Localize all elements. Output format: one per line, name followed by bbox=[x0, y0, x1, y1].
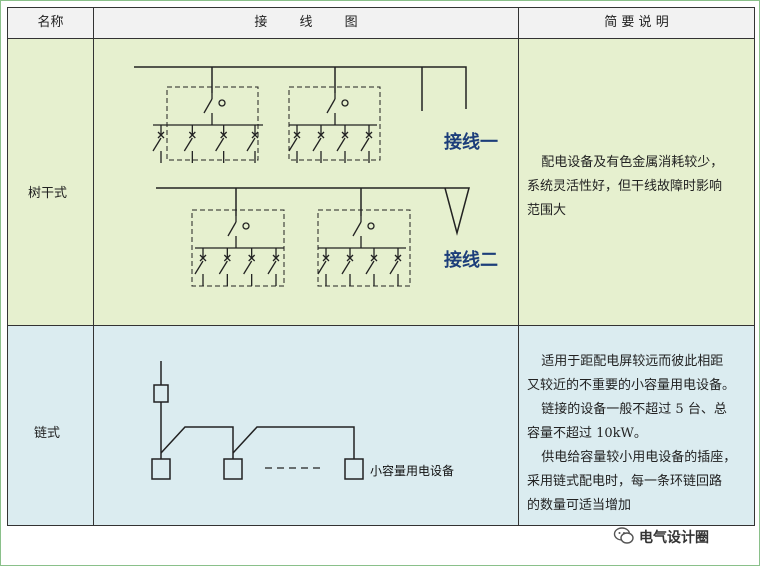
outgoing-blade bbox=[267, 260, 277, 275]
desc-line: 又较近的不重要的小容量用电设备。 bbox=[527, 378, 736, 393]
incomer-blade bbox=[227, 221, 237, 237]
column-divider bbox=[518, 8, 519, 525]
desc-line: 范围大 bbox=[527, 203, 567, 218]
row-name-trunk: 树干式 bbox=[28, 186, 68, 201]
breaker-mark bbox=[220, 131, 228, 139]
outgoing-blade bbox=[243, 260, 253, 275]
trunk-line-2 bbox=[156, 187, 470, 236]
row-desc-trunk: 配电设备及有色金属消耗较少， 系统灵活性好，但干线故障时影响 范围大 bbox=[527, 151, 753, 223]
outgoing-blade bbox=[194, 260, 204, 275]
header-diagram: 接 线 图 bbox=[254, 15, 358, 30]
chain-link bbox=[160, 426, 234, 459]
desc-line: 适用于距配电屏较远而彼此相距 bbox=[541, 354, 724, 369]
switch-contact bbox=[341, 99, 349, 107]
desc-line: 容量不超过 10kW。 bbox=[527, 426, 647, 441]
watermark: 电气设计圈 bbox=[613, 525, 753, 549]
breaker-mark bbox=[223, 254, 231, 262]
label-wiring-1: 接线一 bbox=[444, 132, 498, 153]
switch-contact bbox=[242, 222, 250, 230]
panel-symbol bbox=[153, 384, 169, 403]
breaker-mark bbox=[322, 254, 330, 262]
desc-line: 系统灵活性好，但干线故障时影响 bbox=[527, 179, 723, 194]
breaker-mark bbox=[248, 254, 256, 262]
breaker-mark bbox=[346, 254, 354, 262]
breaker-mark bbox=[341, 131, 349, 139]
row-name-chain: 链式 bbox=[34, 426, 61, 441]
breaker-mark bbox=[370, 254, 378, 262]
outgoing-blade bbox=[183, 137, 193, 152]
row-separator bbox=[8, 325, 754, 326]
outgoing-blade bbox=[218, 260, 228, 275]
header-description: 简 要 说 明 bbox=[604, 15, 669, 30]
switch-contact bbox=[218, 99, 226, 107]
incomer-blade bbox=[326, 98, 336, 114]
device-symbol bbox=[344, 458, 364, 480]
label-wiring-2: 接线二 bbox=[444, 250, 498, 271]
breaker-mark bbox=[317, 131, 325, 139]
table-header: 名称 接 线 图 简 要 说 明 bbox=[8, 8, 754, 39]
outgoing-blade bbox=[389, 260, 399, 275]
breaker-mark bbox=[188, 131, 196, 139]
breaker-mark bbox=[251, 131, 259, 139]
desc-line: 链接的设备一般不超过 5 台、总 bbox=[541, 402, 727, 417]
breaker-mark bbox=[365, 131, 373, 139]
row-desc-chain: 适用于距配电屏较远而彼此相距 又较近的不重要的小容量用电设备。 链接的设备一般不… bbox=[527, 350, 753, 518]
wechat-icon bbox=[613, 527, 634, 544]
device-symbol bbox=[151, 458, 171, 480]
label-device: 小容量用电设备 bbox=[370, 464, 455, 478]
column-divider bbox=[93, 8, 94, 525]
device-symbol bbox=[223, 458, 243, 480]
trunk-line-1 bbox=[134, 66, 467, 109]
outgoing-blade bbox=[215, 137, 225, 152]
breaker-mark bbox=[394, 254, 402, 262]
desc-line: 采用链式配电时，每一条环链回路 bbox=[527, 474, 723, 489]
breaker-mark bbox=[293, 131, 301, 139]
breaker-mark bbox=[199, 254, 207, 262]
outgoing-blade bbox=[317, 260, 327, 275]
breaker-mark bbox=[157, 131, 165, 139]
desc-line: 供电给容量较小用电设备的插座， bbox=[541, 450, 737, 465]
wiring-table: 名称 接 线 图 简 要 说 明 树干式 配电设备及有色金属消耗较少， 系统灵活… bbox=[7, 7, 755, 526]
outgoing-blade bbox=[288, 137, 298, 152]
desc-line: 的数量可适当增加 bbox=[527, 498, 632, 513]
distribution-box bbox=[288, 86, 381, 161]
outgoing-blade bbox=[365, 260, 375, 275]
watermark-text: 电气设计圈 bbox=[639, 530, 709, 546]
outgoing-blade bbox=[336, 137, 346, 152]
table-row-trunk: 树干式 配电设备及有色金属消耗较少， 系统灵活性好，但干线故障时影响 范围大 bbox=[8, 39, 754, 325]
outgoing-blade bbox=[246, 137, 256, 152]
outgoing-blade bbox=[341, 260, 351, 275]
switch-contact bbox=[367, 222, 375, 230]
outgoing-blade bbox=[312, 137, 322, 152]
table-row-chain: 链式 适用于距配电屏较远而彼此相距 又较近的不重要的小容量用电设备。 链接的设备… bbox=[8, 326, 754, 525]
breaker-mark bbox=[272, 254, 280, 262]
distribution-box bbox=[166, 86, 259, 161]
incomer-blade bbox=[352, 221, 362, 237]
incomer-blade bbox=[203, 98, 213, 114]
outgoing-blade bbox=[152, 137, 162, 152]
chain-link bbox=[232, 426, 355, 459]
header-name: 名称 bbox=[37, 15, 64, 30]
desc-line: 配电设备及有色金属消耗较少， bbox=[541, 155, 724, 170]
outgoing-blade bbox=[360, 137, 370, 152]
